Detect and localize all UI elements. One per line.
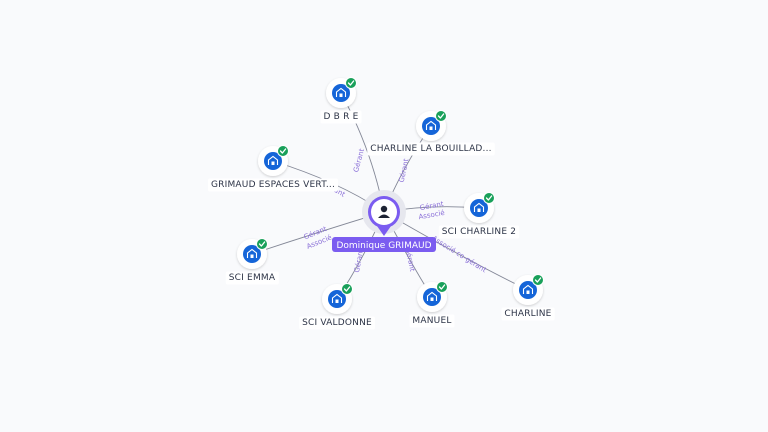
company-label: CHARLINE LA BOUILLAD...: [370, 144, 492, 154]
center-pin-tip: [377, 226, 391, 236]
company-label-bg: [299, 316, 376, 330]
company-node-disc: [264, 152, 282, 170]
edge-label-charline-0: Associé co-gérant: [430, 234, 488, 274]
verified-check-icon: [341, 283, 353, 295]
building-icon: [335, 87, 347, 97]
verified-check-icon: [256, 238, 268, 250]
company-node-sci-emma[interactable]: SCI EMMA: [225, 238, 279, 285]
company-node-disc: [328, 290, 346, 308]
company-label: D B R E: [323, 112, 358, 122]
building-icon: [426, 291, 438, 301]
company-node-disc: [519, 281, 537, 299]
building-icon: [522, 284, 534, 294]
company-label: MANUEL: [412, 316, 451, 326]
edge-charline: [383, 211, 529, 291]
company-label-bg: [501, 307, 555, 321]
company-label-bg: [207, 178, 339, 192]
building-icon: [331, 293, 343, 303]
verified-check-icon: [436, 281, 448, 293]
company-label: CHARLINE: [504, 309, 551, 319]
building-icon: [246, 248, 258, 258]
company-label-bg: [438, 225, 520, 239]
company-node-grimaud-espaces-verts[interactable]: GRIMAUD ESPACES VERT...: [207, 145, 339, 192]
center-label-bg: [332, 237, 436, 252]
company-label-bg: [367, 142, 495, 156]
company-label: SCI EMMA: [229, 273, 276, 283]
building-icon: [425, 120, 437, 130]
company-node-manuel[interactable]: MANUEL: [409, 281, 455, 328]
company-node-disc: [332, 84, 350, 102]
verified-check-icon: [532, 274, 544, 286]
company-label-bg: [409, 314, 455, 328]
nodes-layer: D B R E CHARLINE LA BOUILLAD... GRIMAUD ES…: [207, 77, 555, 330]
person-icon: [378, 205, 390, 218]
company-node-disc: [422, 117, 440, 135]
building-icon: [473, 202, 485, 212]
company-label-bg: [225, 271, 279, 285]
company-node-charline[interactable]: CHARLINE: [501, 274, 555, 321]
verified-check-icon: [483, 192, 495, 204]
building-icon: [267, 155, 279, 165]
verified-check-icon: [277, 145, 289, 157]
company-node-charline-bouillad[interactable]: CHARLINE LA BOUILLAD...: [367, 110, 495, 156]
center-label: Dominique GRIMAUD: [336, 241, 431, 251]
company-label: SCI VALDONNE: [302, 318, 372, 328]
company-label: GRIMAUD ESPACES VERT...: [211, 180, 335, 190]
center-person-node[interactable]: Dominique GRIMAUD: [332, 190, 436, 252]
edge-label-dbre-0: Gérant: [352, 148, 366, 174]
company-node-sci-charline-2[interactable]: SCI CHARLINE 2: [438, 192, 520, 239]
company-label: SCI CHARLINE 2: [442, 227, 516, 237]
company-node-dbre[interactable]: D B R E: [320, 77, 362, 124]
verified-check-icon: [345, 77, 357, 89]
edge-label-charline-bouillad-0: Gérant: [398, 158, 411, 183]
company-node-disc: [423, 288, 441, 306]
company-label-bg: [320, 110, 362, 124]
company-node-disc: [470, 199, 488, 217]
verified-check-icon: [435, 110, 447, 122]
company-node-disc: [243, 245, 261, 263]
company-node-sci-valdonne[interactable]: SCI VALDONNE: [299, 283, 376, 330]
